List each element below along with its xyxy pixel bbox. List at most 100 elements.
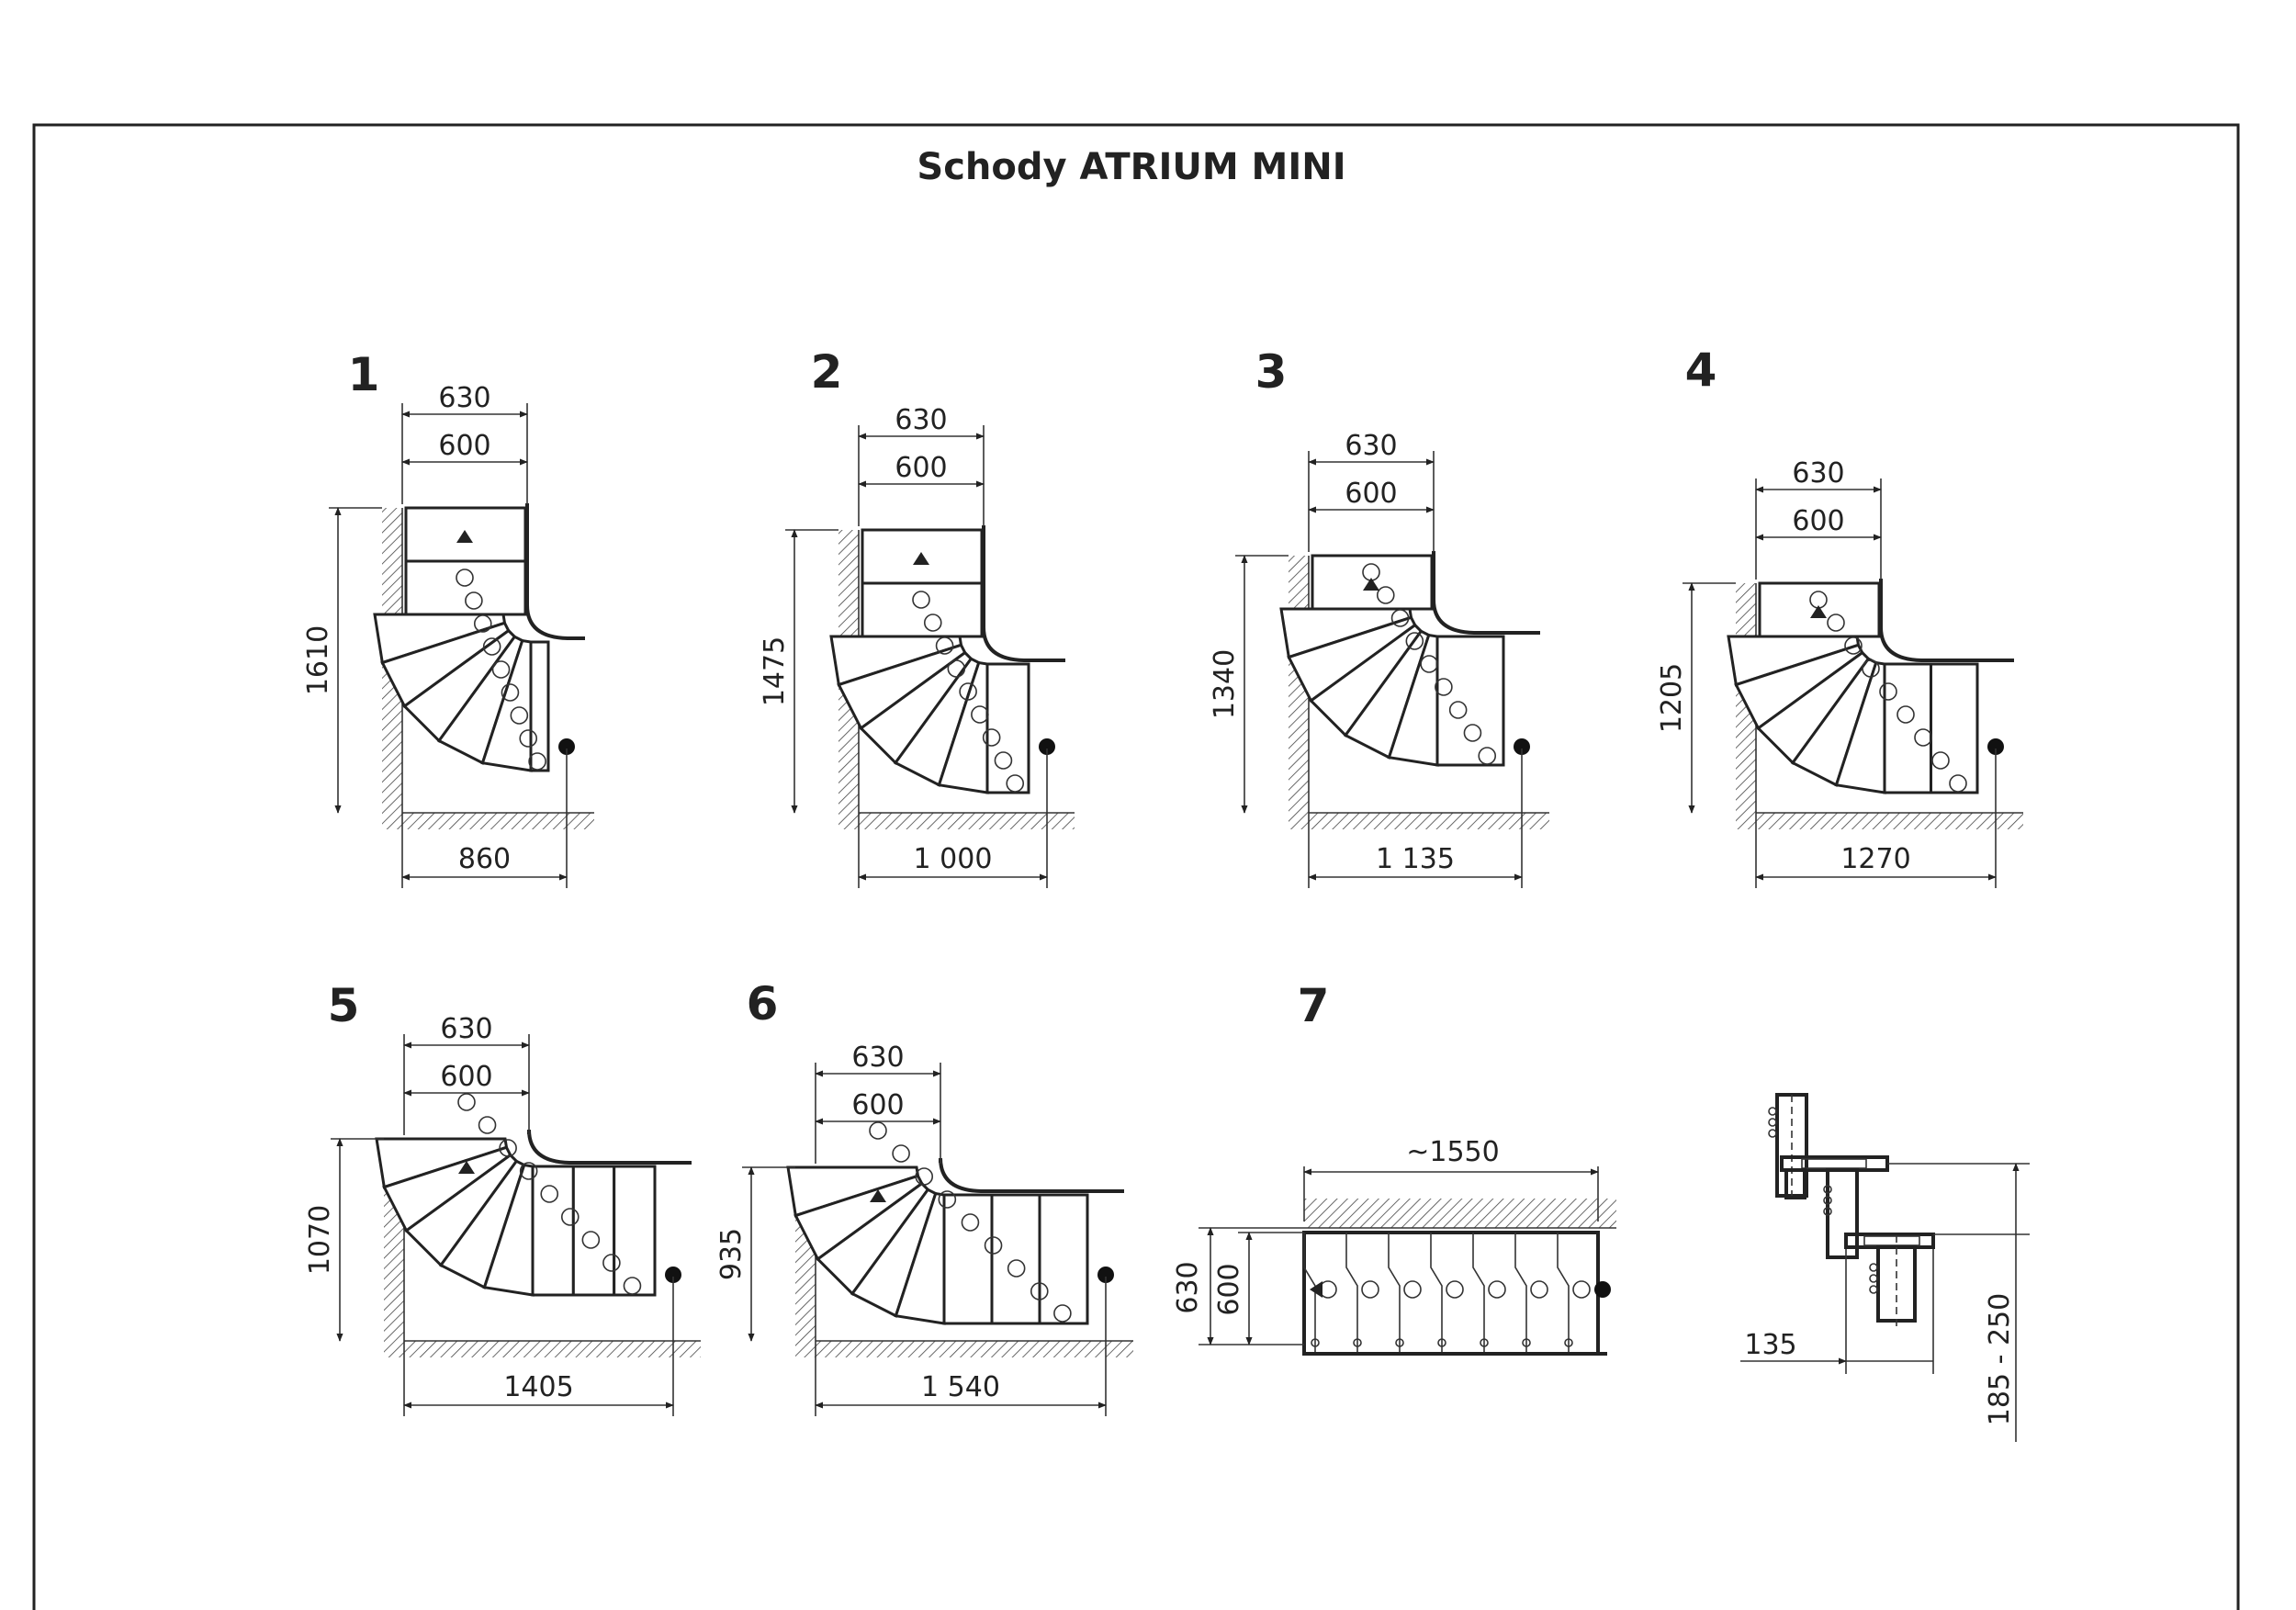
- spine-bead: [1896, 705, 1915, 724]
- variant-number: 1: [348, 348, 380, 401]
- width-outer-label: 630: [851, 1041, 904, 1074]
- spine-bead: [892, 1144, 910, 1163]
- height-label: 1205: [1656, 663, 1688, 733]
- spine-bead: [1053, 1304, 1072, 1323]
- spine-bead: [1478, 747, 1497, 765]
- spine-bead: [528, 752, 546, 771]
- spine-bead: [1914, 728, 1932, 747]
- depth-label: 1 540: [921, 1371, 1000, 1403]
- bolt: [1480, 1338, 1489, 1347]
- tread: [990, 1193, 1041, 1325]
- spine-bead: [984, 1236, 1003, 1255]
- bolt: [1437, 1338, 1446, 1347]
- spine-bead: [1435, 678, 1453, 696]
- section-offset-label: 135: [1744, 1329, 1796, 1361]
- spine-bead: [1488, 1280, 1506, 1299]
- straight-tread-edge: [1345, 1233, 1358, 1354]
- variant-number: 5: [328, 979, 360, 1032]
- section-rise-label: 185 - 250: [1984, 1293, 2016, 1425]
- straight-wall-hatch: [1304, 1199, 1616, 1228]
- handrail: [1432, 551, 1540, 635]
- width-outer-label: 630: [895, 404, 947, 436]
- spine-bead: [499, 1139, 517, 1157]
- spine-bead: [1007, 1259, 1026, 1278]
- handrail: [939, 1157, 1124, 1193]
- tread: [985, 662, 1030, 794]
- spine-bead: [982, 728, 1001, 747]
- straight-tread-edge: [1514, 1233, 1527, 1354]
- end-post-marker: [665, 1267, 681, 1283]
- start-arrow: [458, 1161, 475, 1174]
- tread-section-detail: 185 - 250 135: [1740, 1093, 2030, 1442]
- floor-hatch: [382, 813, 594, 829]
- spine-bead: [971, 705, 989, 724]
- spine-bead: [581, 1231, 601, 1249]
- tread: [942, 1193, 994, 1325]
- spine-bead: [540, 1185, 559, 1203]
- floor-hatch: [795, 1341, 1133, 1357]
- height-label: 1340: [1209, 649, 1241, 719]
- handrail: [1879, 579, 2014, 662]
- handrail: [525, 503, 585, 640]
- spine-bead: [938, 1190, 957, 1209]
- spine-bead: [1403, 1280, 1422, 1299]
- spine-bead: [1448, 701, 1468, 719]
- spine-bead: [961, 1213, 980, 1232]
- height-label: 1610: [302, 625, 334, 695]
- depth-label: 1270: [1840, 843, 1910, 875]
- page-title: Schody ATRIUM MINI: [917, 146, 1345, 188]
- spine-bead: [465, 591, 483, 610]
- depth-label: 1405: [503, 1371, 573, 1403]
- start-arrow: [456, 530, 473, 543]
- tread: [1435, 635, 1505, 767]
- spine-bead: [491, 660, 511, 679]
- spine-bead: [456, 569, 474, 587]
- spine-bead: [1879, 682, 1897, 701]
- end-post-marker: [1594, 1281, 1611, 1298]
- bolt: [1353, 1338, 1362, 1347]
- spine-bead: [501, 683, 520, 702]
- sheet-frame: [32, 123, 2240, 1610]
- straight-tread-edge: [1388, 1233, 1401, 1354]
- spine-bead: [912, 591, 930, 609]
- spine-bead: [510, 706, 529, 725]
- start-arrow: [1810, 605, 1827, 618]
- start-arrow: [1363, 578, 1379, 591]
- tread: [529, 640, 550, 772]
- spine-bead: [519, 729, 538, 748]
- spine-bead: [994, 751, 1013, 770]
- bolt: [1395, 1338, 1404, 1347]
- depth-label: 860: [458, 843, 511, 875]
- spine-bead: [1446, 1280, 1464, 1299]
- width-inner-label: 600: [895, 452, 947, 484]
- variant-number: 3: [1255, 345, 1288, 399]
- spine-bead: [1862, 659, 1880, 678]
- spine-bead: [915, 1167, 934, 1186]
- spine-bead: [602, 1254, 621, 1272]
- height-label: 1070: [304, 1205, 336, 1275]
- width-inner-label: 600: [438, 430, 490, 462]
- start-arrow: [913, 552, 929, 565]
- tread: [1883, 662, 1932, 794]
- spine-bead: [623, 1277, 642, 1295]
- straight-tread-edge: [1472, 1233, 1485, 1354]
- variant-number: 4: [1685, 343, 1717, 397]
- height-label: 935: [715, 1228, 748, 1280]
- height-label: 1475: [759, 636, 791, 706]
- variant-7-drawing: 7 ~1550 630 600: [1172, 979, 1616, 1356]
- spine-bead: [1530, 1280, 1548, 1299]
- width-inner-label: 600: [851, 1089, 904, 1121]
- end-post-marker: [1987, 738, 2004, 755]
- tread: [613, 1165, 657, 1297]
- spine-bead: [482, 637, 501, 656]
- end-post-marker: [1097, 1267, 1114, 1283]
- spine-bead: [560, 1208, 580, 1226]
- width-inner-label: 600: [1792, 505, 1844, 537]
- floor-hatch: [1289, 813, 1549, 829]
- spine-bead: [457, 1093, 476, 1111]
